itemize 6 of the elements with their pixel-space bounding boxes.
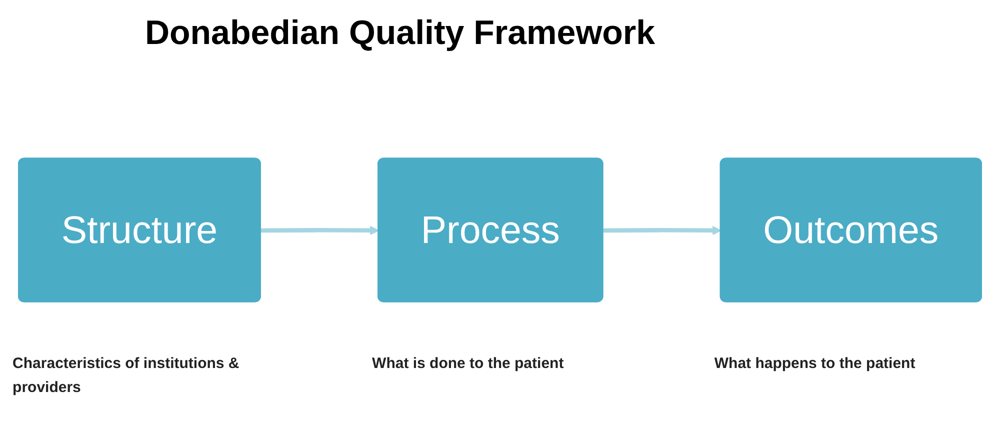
node-caption: What is done to the patient [372, 354, 565, 374]
diagram-title: Donabedian Quality Framework [144, 14, 656, 53]
arrow [260, 226, 379, 236]
node-caption: Characteristics of institutions & providers [12, 354, 240, 398]
arrow [603, 226, 722, 236]
node-caption: What happens to the patient [714, 354, 916, 374]
